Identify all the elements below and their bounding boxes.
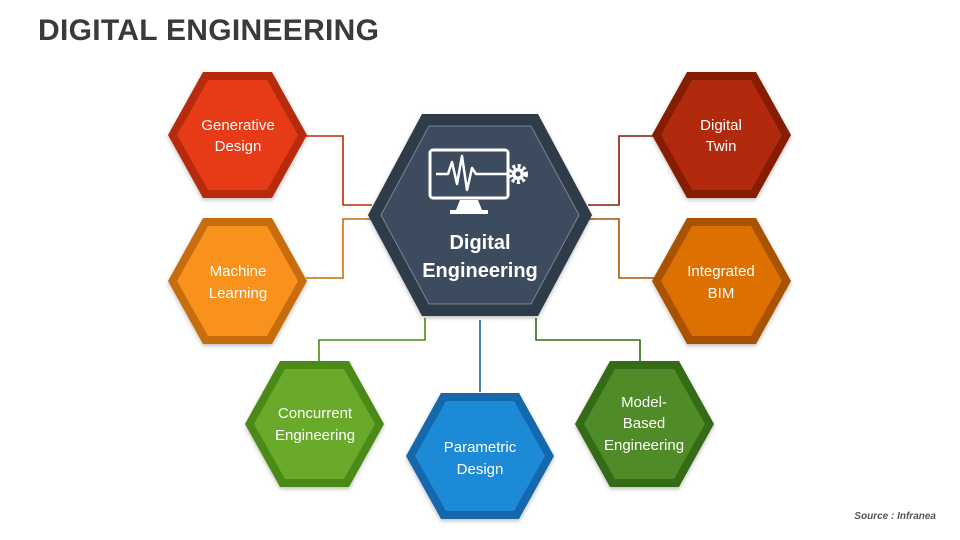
node-generative-design-line-1: Generative [201,117,274,134]
node-model-based-engineering-line-3: Engineering [604,437,684,454]
node-parametric-design [406,393,554,519]
node-model-based-engineering-line-1: Model- [621,394,667,411]
connector-model-based-engineering [535,318,641,362]
node-digital-twin-line-1: Digital [700,117,742,134]
center-title-line-2: Engineering [422,260,538,282]
node-digital-twin [652,72,791,198]
connector-digital-twin [588,135,654,206]
node-concurrent-engineering-line-1: Concurrent [278,405,353,422]
node-generative-design [168,72,307,198]
connector-concurrent-engineering [318,318,426,362]
hexagon-inner [415,401,545,511]
node-machine-learning-line-2: Learning [209,285,267,302]
hexagon-inner [661,80,782,190]
connector-machine-learning [306,218,372,279]
node-integrated-bim [652,218,791,344]
node-digital-twin-line-2: Twin [706,138,737,155]
hexagon-inner [584,369,705,479]
node-machine-learning-line-1: Machine [210,263,267,280]
node-model-based-engineering [575,361,714,487]
page-title: DIGITAL ENGINEERING [38,14,380,47]
connectors [306,135,654,392]
node-integrated-bim-line-1: Integrated [687,263,755,280]
monitor-gear-icon [428,148,528,214]
connector-integrated-bim [588,218,654,279]
hexagon-inner [177,226,298,336]
node-machine-learning [168,218,307,344]
node-concurrent-engineering-line-2: Engineering [275,427,355,444]
center-node [368,114,592,316]
node-concurrent-engineering [245,361,384,487]
hexagon-inner [661,226,782,336]
connector-generative-design [306,135,372,206]
node-generative-design-line-2: Design [215,138,262,155]
center-title-line-1: Digital [449,232,510,254]
node-integrated-bim-line-2: BIM [708,285,735,302]
hexagon-inner [254,369,375,479]
node-model-based-engineering-line-2: Based [623,415,666,432]
node-parametric-design-line-2: Design [457,461,504,478]
hexagon-inner [177,80,298,190]
source-credit: Source : Infranea [854,511,936,522]
node-parametric-design-line-1: Parametric [444,439,517,456]
